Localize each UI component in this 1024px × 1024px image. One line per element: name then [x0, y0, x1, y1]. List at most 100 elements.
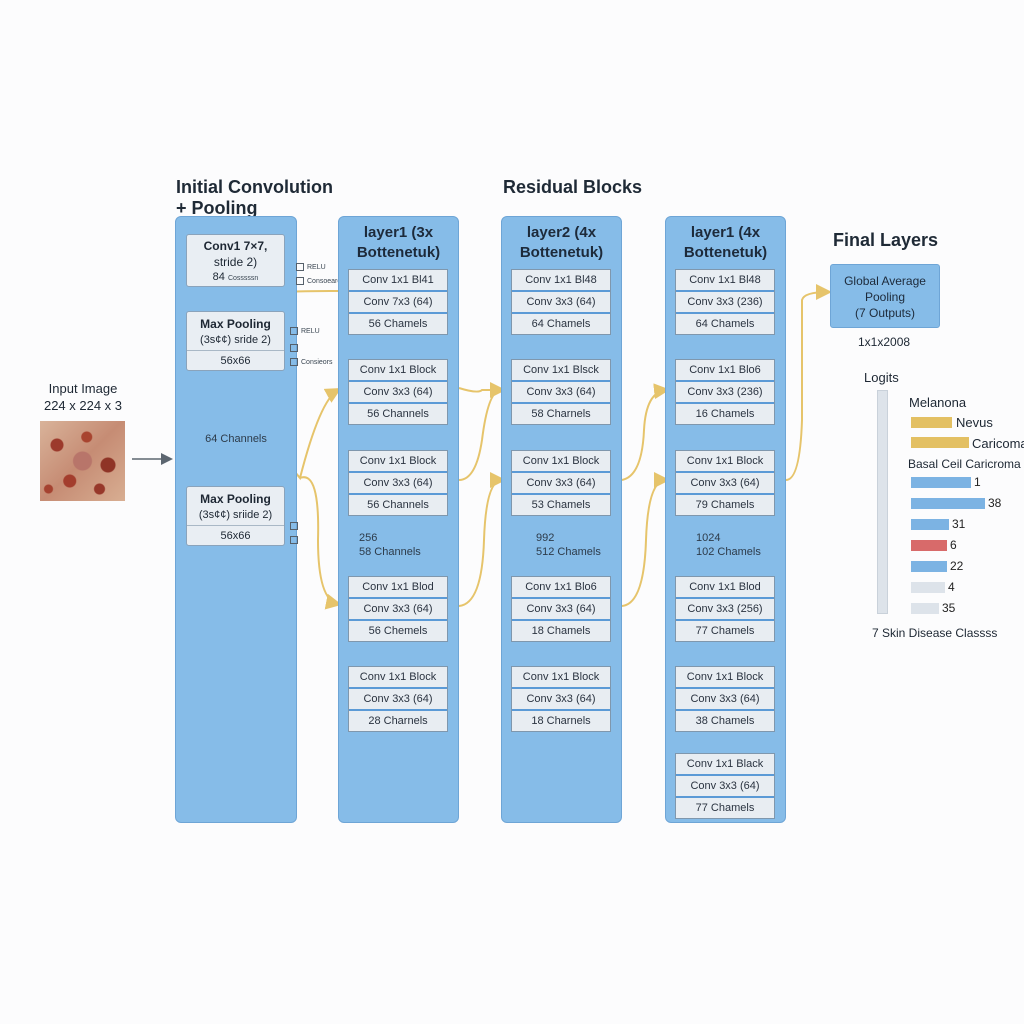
layer2-title: layer2 (4x Bottenetuk): [519, 224, 604, 261]
layer3-block-6[interactable]: Conv 1x1 Black Conv 3x3 (64) 77 Chamels: [675, 753, 775, 819]
logits-vertical-bar: [877, 390, 888, 614]
maxpool2-line1: Max Pooling: [200, 492, 271, 506]
layer1-block-1-row-2: Conv 7x3 (64): [349, 292, 447, 314]
layer2-block-5[interactable]: Conv 1x1 Block Conv 3x3 (64) 18 Charnels: [511, 666, 611, 732]
logit-value-1: 1: [974, 475, 981, 489]
layer3-block-2-row-2: Conv 3x3 (236): [676, 382, 774, 404]
layer2-block-4[interactable]: Conv 1x1 Blo6 Conv 3x3 (64) 18 Chamels: [511, 576, 611, 642]
input-label-title: Input Image: [48, 381, 118, 396]
layer3-block-2-row-3: 16 Chamels: [695, 408, 755, 420]
layer2-block-4-row-1: Conv 1x1 Blo6: [512, 577, 610, 599]
layer2-block-3-row-3: 53 Chamels: [531, 499, 591, 511]
relu-annotation-2: RELU: [290, 327, 320, 335]
layer3-block-5-row-3: 38 Chamels: [695, 715, 755, 727]
layer2-block-3-row-1: Conv 1x1 Block: [512, 451, 610, 473]
cond-icon: [296, 277, 304, 285]
layer1-block-1-row-1: Conv 1x1 Bl41: [349, 270, 447, 292]
layer3-block-3-row-1: Conv 1x1 Block: [676, 451, 774, 473]
layer1-to-layer2-connector-c: [458, 472, 506, 607]
logit-bar-7: [911, 603, 939, 614]
layer2-block-5-row-2: Conv 3x3 (64): [512, 689, 610, 711]
layer1-block-5-row-2: Conv 3x3 (64): [349, 689, 447, 711]
class-label-melanona: Melanona: [909, 395, 967, 410]
layer3-note: 1024 102 Chamels: [696, 531, 761, 559]
layer2-column: layer2 (4x Bottenetuk) Conv 1x1 Bl48 Con…: [501, 216, 622, 823]
layer1-block-4[interactable]: Conv 1x1 Blod Conv 3x3 (64) 56 Chemels: [348, 576, 448, 642]
layer1-block-5-row-3: 28 Charnels: [368, 715, 428, 727]
layer3-block-6-row-2: Conv 3x3 (64): [676, 776, 774, 798]
layer3-block-4[interactable]: Conv 1x1 Blod Conv 3x3 (256) 77 Chamels: [675, 576, 775, 642]
layer1-note-1: 256: [359, 532, 378, 544]
conv1-size: 84: [212, 271, 225, 283]
layer2-block-5-row-3: 18 Charnels: [531, 715, 591, 727]
input-label: Input Image 224 x 224 x 3: [28, 380, 138, 414]
layer1-note-2: 58 Channels: [359, 546, 421, 558]
layer1-block-3[interactable]: Conv 1x1 Block Conv 3x3 (64) 56 Channels: [348, 450, 448, 516]
maxpool1-box[interactable]: Max Pooling (3s¢¢) sride 2) 56x66: [186, 311, 285, 371]
conv1-note: Cosssssn: [227, 275, 259, 282]
class-bar-nevus: [911, 417, 952, 428]
maxpool1-line2: (3s¢¢) sride 2): [200, 334, 271, 346]
section-title-final: Final Layers: [833, 230, 939, 250]
logit-bar-3: [911, 519, 949, 530]
small-grid-icon: [290, 344, 298, 352]
maxpool2-line3: 56x66: [187, 525, 284, 546]
layer1-block-4-row-2: Conv 3x3 (64): [349, 599, 447, 621]
logit-value-7: 35: [942, 601, 956, 615]
layer1-block-2-row-3: 56 Channels: [367, 408, 429, 420]
initial-conv-column: Conv1 7×7, stride 2) 84 Cosssssn Max Poo…: [175, 216, 297, 823]
layer2-block-2-row-2: Conv 3x3 (64): [512, 382, 610, 404]
logit-value-4: 6: [950, 538, 957, 552]
cond-annotation-2-text: Consieors: [301, 358, 333, 366]
gap-line3: (7 Outputs): [854, 306, 916, 320]
layer3-title: layer1 (4x Bottenetuk): [683, 224, 768, 261]
gap-dims-label: 1x1x2008: [858, 335, 911, 349]
layer2-block-2[interactable]: Conv 1x1 Blsck Conv 3x3 (64) 58 Charnels: [511, 359, 611, 425]
logit-bar-1: [911, 477, 971, 488]
relu-annotation-1-text: RELU: [307, 263, 326, 271]
conv1-box[interactable]: Conv1 7×7, stride 2) 84 Cosssssn: [186, 234, 285, 287]
logit-bar-5: [911, 561, 947, 572]
layer2-block-3[interactable]: Conv 1x1 Block Conv 3x3 (64) 53 Chamels: [511, 450, 611, 516]
input-label-size: 224 x 224 x 3: [43, 398, 123, 413]
layer2-block-4-row-3: 18 Chamels: [531, 625, 591, 637]
layer2-note: 992 512 Chamels: [536, 531, 601, 559]
layer3-block-5[interactable]: Conv 1x1 Block Conv 3x3 (64) 38 Chamels: [675, 666, 775, 732]
global-average-pooling-box[interactable]: Global Average Pooling (7 Outputs): [830, 264, 940, 328]
layer3-block-3[interactable]: Conv 1x1 Block Conv 3x3 (64) 79 Chamels: [675, 450, 775, 516]
layer1-block-3-row-1: Conv 1x1 Block: [349, 451, 447, 473]
pool2-annotation-b: [290, 536, 301, 544]
relu-annotation-1: RELU: [296, 263, 326, 271]
layer1-block-1[interactable]: Conv 1x1 Bl41 Conv 7x3 (64) 56 Chamels: [348, 269, 448, 335]
layer2-block-1[interactable]: Conv 1x1 Bl48 Conv 3x3 (64) 64 Chamels: [511, 269, 611, 335]
layer1-title: layer1 (3x Bottenetuk): [356, 224, 441, 261]
layer1-block-1-row-3: 56 Chamels: [368, 318, 428, 330]
layer1-block-4-row-3: 56 Chemels: [368, 625, 428, 637]
layer3-block-2[interactable]: Conv 1x1 Blo6 Conv 3x3 (236) 16 Chamels: [675, 359, 775, 425]
layer1-block-3-row-3: 56 Channels: [367, 499, 429, 511]
layer1-block-2-row-2: Conv 3x3 (64): [349, 382, 447, 404]
logit-value-5: 22: [950, 559, 964, 573]
layer1-block-2[interactable]: Conv 1x1 Block Conv 3x3 (64) 56 Channels: [348, 359, 448, 425]
class-label-nevus: Nevus: [956, 415, 993, 430]
cond-annotation-1: Consoeare: [296, 277, 341, 285]
maxpool2-box[interactable]: Max Pooling (3s¢¢) sriide 2) 56x66: [186, 486, 285, 546]
conv1-line3: 84 Cosssssn: [187, 270, 284, 286]
gap-line2: Pooling: [864, 290, 906, 304]
layer1-block-5-row-1: Conv 1x1 Block: [349, 667, 447, 689]
layer2-to-layer3-connector-b: [621, 472, 670, 607]
layer3-block-1[interactable]: Conv 1x1 Bl48 Conv 3x3 (236) 64 Chamels: [675, 269, 775, 335]
initial-channels-label: 64 Channels: [205, 433, 267, 445]
layer2-to-layer3-connector-a: [621, 383, 670, 481]
layer2-block-2-row-3: 58 Charnels: [531, 408, 591, 420]
conv1-line1: Conv1 7×7,: [203, 239, 268, 253]
maxpool1-line1: Max Pooling: [200, 317, 271, 331]
layer3-block-4-row-1: Conv 1x1 Blod: [676, 577, 774, 599]
layer3-block-4-row-2: Conv 3x3 (256): [676, 599, 774, 621]
layer3-block-1-row-2: Conv 3x3 (236): [676, 292, 774, 314]
layer2-block-1-row-2: Conv 3x3 (64): [512, 292, 610, 314]
logit-bar-6: [911, 582, 945, 593]
layer1-block-2-row-1: Conv 1x1 Block: [349, 360, 447, 382]
conv1-line2: stride 2): [213, 255, 258, 269]
layer1-block-5[interactable]: Conv 1x1 Block Conv 3x3 (64) 28 Charnels: [348, 666, 448, 732]
